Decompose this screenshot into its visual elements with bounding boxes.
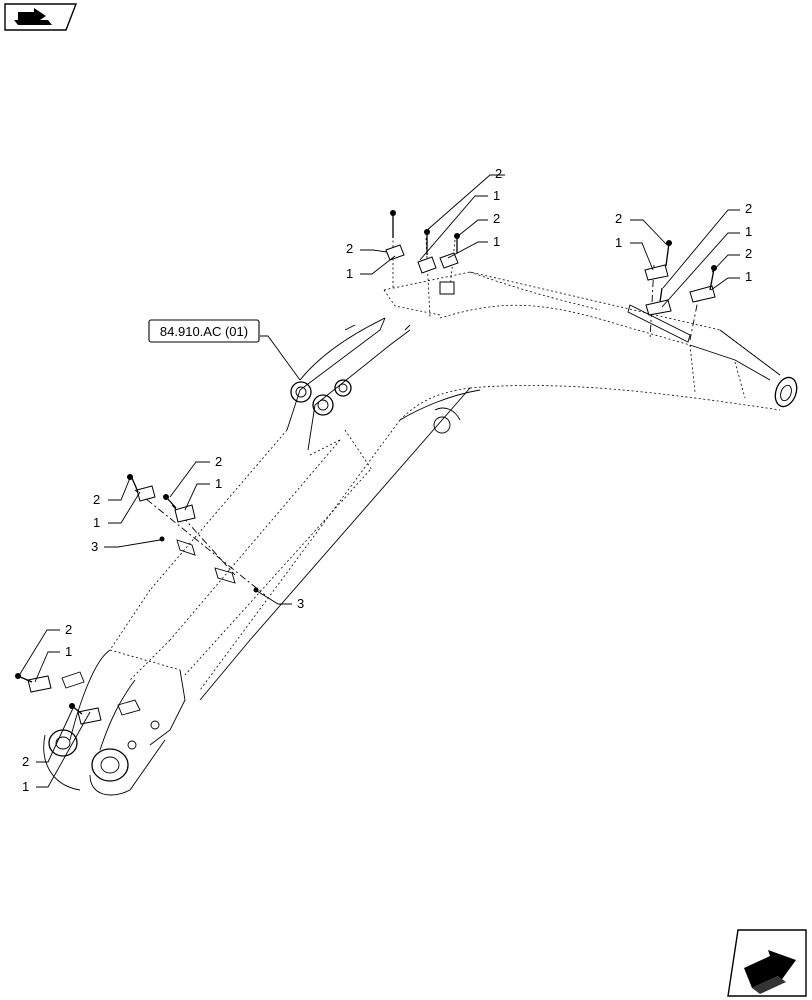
callout-label: 1 <box>615 235 622 250</box>
callout-label: 1 <box>346 266 353 281</box>
callout-label: 3 <box>297 596 304 611</box>
callout-label: 2 <box>215 454 222 469</box>
callout-labels: 2 1 2 1 2 1 2 1 2 1 2 1 2 1 3 2 1 3 2 1 … <box>22 166 752 794</box>
callout-label: 2 <box>495 166 502 181</box>
callout-label: 2 <box>22 754 29 769</box>
callout-label: 3 <box>91 539 98 554</box>
clamp-group-lower <box>15 673 102 725</box>
callout-label: 1 <box>215 476 222 491</box>
boom-body <box>43 271 798 796</box>
callout-label: 2 <box>745 201 752 216</box>
callout-label: 2 <box>615 211 622 226</box>
callout-label: 1 <box>22 779 29 794</box>
callout-label: 1 <box>745 269 752 284</box>
callout-label: 1 <box>493 234 500 249</box>
callout-label: 1 <box>93 515 100 530</box>
callout-label: 2 <box>93 492 100 507</box>
callout-label: 1 <box>745 224 752 239</box>
callout-leaders <box>19 174 740 788</box>
next-page-arrow-icon[interactable] <box>727 929 807 997</box>
callout-label: 2 <box>745 246 752 261</box>
clamp-group-center <box>385 210 460 319</box>
callout-label: 1 <box>65 644 72 659</box>
callout-label: 1 <box>493 188 500 203</box>
callout-label: 2 <box>346 241 353 256</box>
reference-box[interactable]: 84.910.AC (01) <box>148 319 260 343</box>
callout-label: 2 <box>493 211 500 226</box>
previous-page-arrow-icon[interactable] <box>4 3 78 31</box>
reference-label: 84.910.AC (01) <box>160 324 248 339</box>
clamp-group-middle <box>127 474 266 596</box>
clamp-group-right <box>627 240 717 343</box>
callout-label: 2 <box>65 622 72 637</box>
